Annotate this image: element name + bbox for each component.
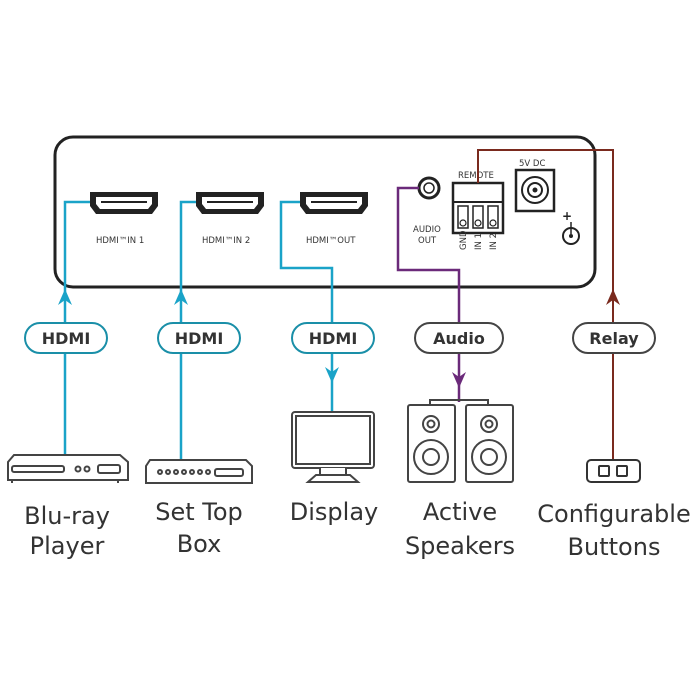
set-top-box-icon (145, 459, 253, 484)
hdmi-pill-2: HDMI (157, 322, 241, 354)
hdmi-in-1-cable (63, 200, 90, 460)
device-label: Blu-ray (24, 502, 110, 530)
polarity-icon: + (562, 209, 580, 245)
hdmi-out-port (300, 192, 368, 214)
svg-text:HDMI: HDMI (309, 329, 358, 348)
audio-cable (396, 186, 461, 402)
remote-pin-gnd: GND (459, 230, 469, 250)
arrow-up-icon (174, 289, 188, 305)
device-label: Configurable (537, 500, 690, 528)
device-label: Speakers (405, 532, 515, 560)
remote-pin-in1: IN 1 (474, 233, 484, 250)
hdmi-in-1-label: HDMI™IN 1 (96, 236, 144, 246)
device-label: Display (290, 498, 378, 526)
arrow-down-icon (452, 372, 466, 388)
device-label: Active (423, 498, 497, 526)
svg-text:HDMI: HDMI (42, 329, 91, 348)
relay-pill: Relay (572, 322, 656, 354)
display-icon (291, 411, 375, 483)
svg-text:Relay: Relay (589, 329, 639, 348)
hdmi-out-label: HDMI™OUT (306, 236, 356, 246)
relay-cable (477, 149, 614, 460)
hdmi-in-2-cable (179, 200, 196, 462)
hdmi-in-1-port (90, 192, 158, 214)
hdmi-in-2-label: HDMI™IN 2 (202, 236, 250, 246)
arrow-up-icon (606, 289, 620, 305)
hdmi-pill-3: HDMI (291, 322, 375, 354)
device-label: Buttons (568, 533, 661, 561)
remote-label: REMOTE (458, 171, 494, 181)
power-label: 5V DC (519, 159, 545, 169)
power-jack-icon (514, 168, 556, 213)
audio-pill: Audio (414, 322, 504, 354)
remote-pin-in2: IN 2 (489, 233, 499, 250)
arrow-down-icon (325, 367, 339, 383)
buttons-icon (586, 459, 641, 483)
audio-out-label-1: AUDIO (413, 225, 441, 235)
device-label: Set Top (155, 498, 243, 526)
hdmi-pill-1: HDMI (24, 322, 108, 354)
svg-text:HDMI: HDMI (175, 329, 224, 348)
arrow-up-icon (58, 289, 72, 305)
hdmi-in-2-port (196, 192, 264, 214)
remote-terminal-block (451, 181, 505, 235)
blu-ray-player-icon (7, 454, 129, 483)
device-label: Player (30, 532, 105, 560)
device-label: Box (177, 530, 222, 558)
hdmi-out-cable (279, 200, 334, 412)
speakers-icon (407, 399, 514, 483)
svg-text:+: + (562, 209, 572, 223)
audio-out-label-2: OUT (418, 236, 437, 246)
svg-text:Audio: Audio (433, 329, 485, 348)
